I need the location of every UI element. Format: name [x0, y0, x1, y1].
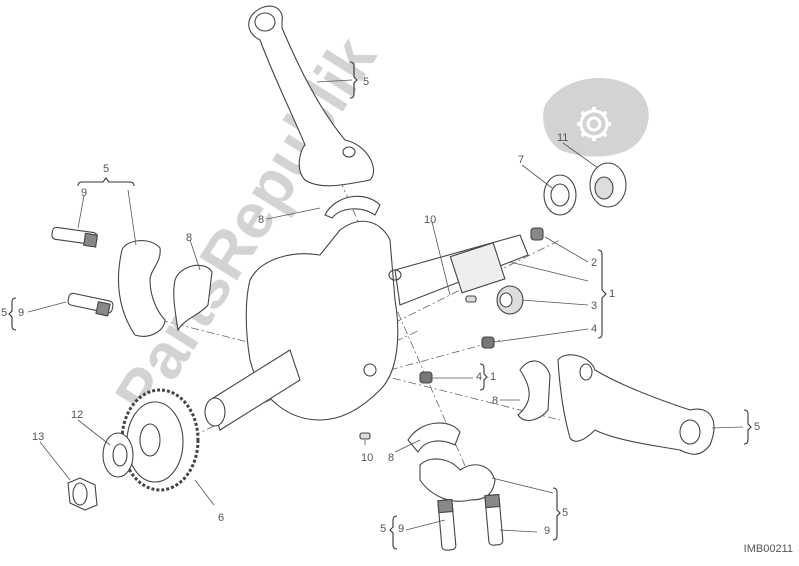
callout-10-upper: 10 — [424, 214, 437, 226]
callout-13: 13 — [32, 431, 45, 443]
callout-5-top: 5 — [363, 76, 370, 88]
crankshaft — [204, 220, 529, 431]
rod-cap-lower — [419, 458, 496, 502]
leader-lines — [27, 79, 744, 533]
callout-5-left-brace: 5 — [1, 307, 8, 319]
key-10-lower — [359, 432, 371, 440]
washer-12 — [102, 432, 134, 478]
washer-12-hole — [112, 443, 128, 467]
plug-2 — [530, 227, 544, 241]
callout-7: 7 — [518, 154, 525, 166]
bearing-shell-left — [173, 264, 213, 332]
callout-5-lower-left: 5 — [380, 523, 387, 535]
callout-8-lower: 8 — [388, 452, 395, 464]
bearing-shell-right — [517, 360, 551, 421]
gear-icon — [577, 107, 611, 141]
connecting-rod-top — [248, 5, 375, 187]
callout-2: 2 — [591, 257, 598, 269]
key-10-upper — [465, 295, 477, 303]
callout-6: 6 — [218, 512, 225, 524]
plug-4-mid — [419, 371, 433, 384]
callout-1-mid: 1 — [490, 371, 497, 383]
nut-11 — [589, 162, 627, 208]
callout-8-left: 8 — [186, 232, 193, 244]
callout-9-lower-right: 9 — [544, 525, 551, 537]
washer-7 — [543, 174, 577, 216]
callout-4-mid: 4 — [476, 371, 483, 383]
callout-10-lower: 10 — [361, 452, 374, 464]
gear — [120, 388, 200, 492]
nut-13 — [67, 477, 98, 511]
bearing-shell-lower — [407, 422, 461, 453]
callout-4-right: 4 — [591, 323, 598, 335]
bearing-shell-upper — [324, 195, 381, 219]
bolt-lower-2 — [484, 493, 504, 546]
callout-8-upper: 8 — [258, 214, 265, 226]
image-code: IMB00211 — [743, 543, 793, 555]
callout-5-right-rod: 5 — [754, 421, 761, 433]
callout-9-lower-left: 9 — [398, 523, 405, 535]
callout-12: 12 — [71, 409, 84, 421]
callout-3: 3 — [591, 300, 598, 312]
callout-9-left: 9 — [18, 307, 25, 319]
callout-1-right: 1 — [609, 288, 616, 300]
rod-cap-left — [117, 240, 166, 337]
plug-4-right — [481, 336, 495, 349]
callout-5-lower-right: 5 — [562, 507, 569, 519]
callout-9-upper-left: 9 — [81, 187, 88, 199]
callout-11: 11 — [557, 132, 569, 144]
callout-5-left-group: 5 — [103, 163, 110, 175]
callout-8-right: 8 — [492, 395, 499, 407]
roller-bearing-3 — [496, 285, 524, 315]
bolt-lower-1 — [437, 498, 457, 551]
connecting-rod-right — [557, 354, 715, 455]
braces — [8, 61, 752, 550]
bolt-upper-left — [51, 226, 98, 248]
bolt-lower-left — [67, 292, 114, 317]
